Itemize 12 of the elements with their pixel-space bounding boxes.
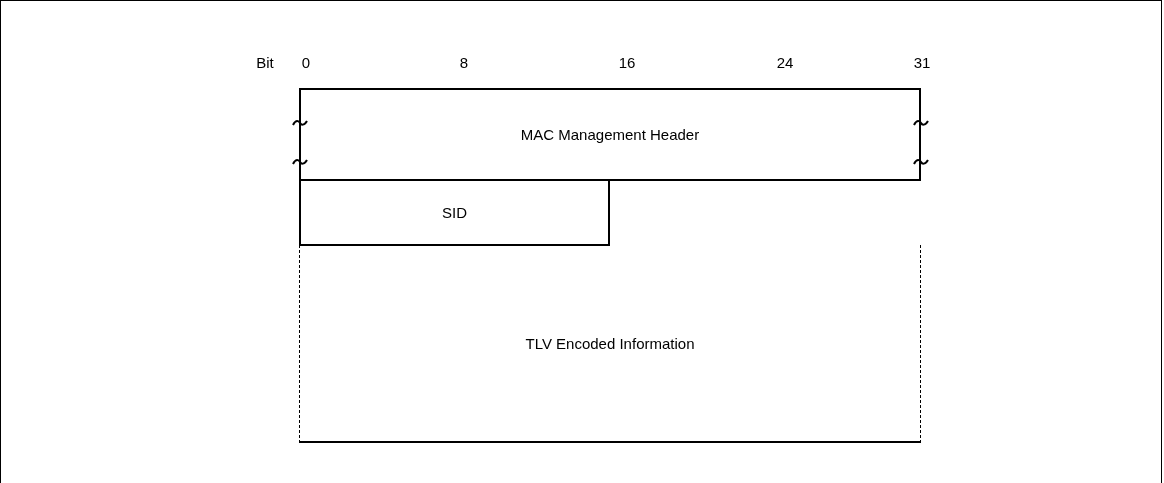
variable-field-area [299,245,921,443]
bit-number: 0 [301,54,311,71]
bit-number: 31 [913,54,931,71]
bit-number: 16 [618,54,636,71]
header-field-box [299,88,921,181]
sid-field-box [299,180,610,246]
field-label: SID [442,203,467,221]
bit-number: 24 [776,54,794,71]
axis-label: Bit [256,54,274,71]
bit-number: 8 [459,54,469,71]
field-label: MAC Management Header [520,126,700,143]
field-label: TLV Encoded Information [525,334,695,352]
